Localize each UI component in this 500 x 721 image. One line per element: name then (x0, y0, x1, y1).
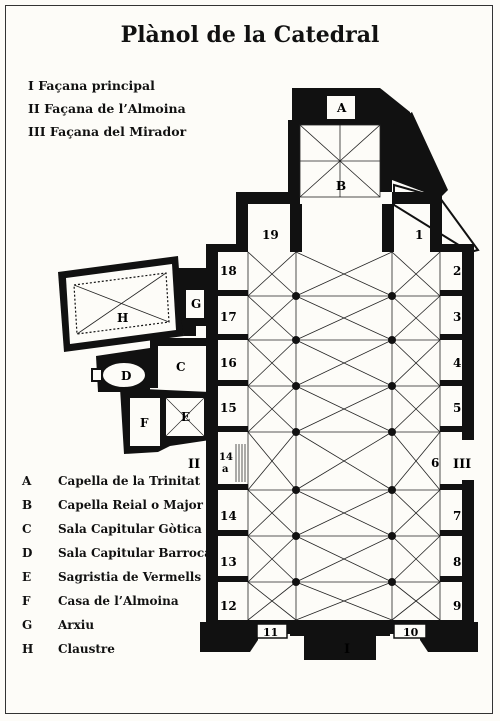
label-archive-g: G (191, 297, 201, 311)
label-chapel-8: 8 (453, 555, 461, 569)
legend-item-c: C Sala Capitular Gòtica (22, 522, 202, 536)
label-chapel-4: 4 (453, 356, 461, 370)
nave-vaults (247, 251, 441, 621)
chapel-14a-stairs (235, 444, 246, 482)
legend-key: H (22, 642, 34, 656)
main-facade-walls (200, 622, 478, 660)
chapel-a (325, 94, 357, 121)
facade-label: Façana del Mirador (49, 124, 187, 139)
almoina-house-f (130, 398, 160, 446)
legend-key: F (22, 594, 31, 608)
legend-label: Capella Reial o Major (58, 498, 204, 512)
right-chapel-walls (440, 290, 474, 582)
apse-d (91, 368, 103, 382)
label-chapel-19: 19 (262, 228, 279, 242)
legend-label: Arxiu (58, 618, 95, 632)
apse-walls (236, 88, 480, 254)
label-chapel-16: 16 (220, 356, 237, 370)
label-chapel-14: 14 (220, 509, 237, 523)
label-chapel-10: 10 (403, 626, 419, 639)
label-chapel-6: 6 (431, 456, 439, 470)
legend-key: D (22, 546, 33, 560)
label-almoina-house-f: F (140, 416, 149, 430)
legend-label: Capella de la Trinitat (58, 474, 201, 488)
legend-label: Casa de l’Almoina (58, 594, 179, 608)
legend-label: Sala Capitular Barroca (58, 546, 212, 560)
legend-item-g: G Arxiu (22, 618, 94, 632)
chapel-11 (256, 623, 288, 639)
legend-key: G (22, 618, 33, 632)
facade-item-3: III Façana del Mirador (28, 124, 186, 139)
label-cloister-h: H (117, 311, 128, 325)
label-chapel-14a-num: 14 (219, 452, 233, 463)
facade-numeral: I (28, 78, 34, 93)
label-facade-iii: III (453, 457, 471, 472)
page-frame (5, 5, 493, 714)
facade-label: Façana de l’Almoina (44, 101, 186, 116)
label-chapel-18: 18 (220, 264, 237, 278)
mirador-door (455, 440, 477, 480)
chapter-hall-c (158, 346, 206, 386)
legend-key: B (22, 498, 33, 512)
label-chapel-15: 15 (220, 401, 237, 415)
label-sacristy-e: E (181, 410, 190, 424)
label-facade-ii: II (188, 457, 200, 472)
label-chapel-3: 3 (453, 310, 461, 324)
label-chapel-5: 5 (453, 401, 461, 415)
label-chapel-17: 17 (220, 310, 237, 324)
label-chapel-b: B (336, 179, 346, 193)
label-chapel-1: 1 (415, 228, 423, 242)
label-chapel-a: A (336, 101, 347, 115)
legend-key: A (22, 474, 32, 488)
legend-item-h: H Claustre (22, 642, 115, 656)
facade-numeral: III (28, 124, 46, 139)
sacristy-vault-2 (165, 397, 205, 437)
apse-vault (299, 124, 381, 198)
label-chapel-14a-letter: a (222, 464, 229, 475)
label-facade-i: I (344, 642, 350, 657)
legend-item-d: D Sala Capitular Barroca (22, 546, 212, 560)
cloister-h (58, 256, 184, 352)
left-chapel-walls (206, 290, 248, 582)
legend-label: Claustre (58, 642, 115, 656)
label-chapel-7: 7 (453, 509, 461, 523)
facade-item-2: II Façana de l’Almoina (28, 101, 186, 116)
legend-item-a: A Capella de la Trinitat (22, 474, 200, 488)
label-chapel-13: 13 (220, 555, 237, 569)
facade-numeral: II (28, 101, 40, 116)
page-title: Plànol de la Catedral (120, 22, 380, 48)
nave-piers (292, 292, 396, 586)
facade-label: Façana principal (38, 78, 155, 93)
legend-label: Sagristia de Vermells (58, 570, 202, 584)
label-chapel-2: 2 (453, 264, 461, 278)
label-chapel-12: 12 (220, 599, 237, 613)
legend-label: Sala Capitular Gòtica (58, 522, 202, 536)
facade-item-1: I Façana principal (28, 78, 155, 93)
label-chapter-hall-c: C (176, 360, 186, 374)
archive-g (186, 290, 204, 318)
legend-key: E (22, 570, 32, 584)
chapel-10 (393, 623, 427, 639)
legend-item-f: F Casa de l’Almoina (22, 594, 179, 608)
legend-key: C (22, 522, 32, 536)
label-chapel-11: 11 (263, 626, 278, 639)
label-chapel-9: 9 (453, 599, 461, 613)
legend-item-e: E Sagristia de Vermells (22, 570, 201, 584)
label-baroque-chapter-hall-d: D (121, 369, 131, 383)
legend-item-b: B Capella Reial o Major (22, 498, 203, 512)
